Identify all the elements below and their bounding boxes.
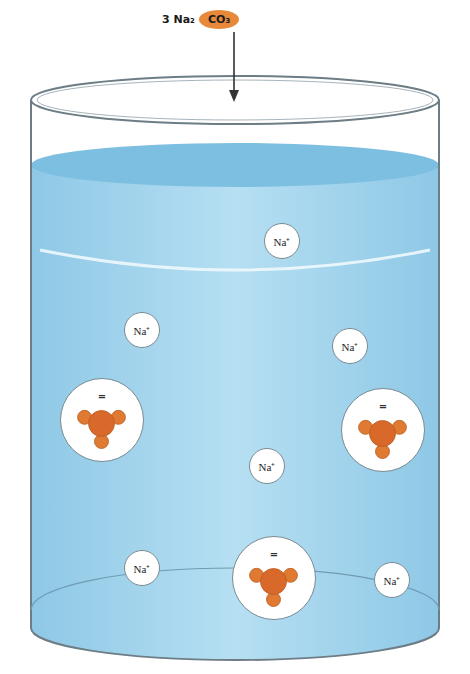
ion-label: CO₃	[208, 13, 230, 26]
ion-oval: CO₃	[199, 10, 239, 29]
carbonate-ion: =	[341, 388, 425, 472]
carbonate-ion: =	[232, 536, 316, 620]
carbonate-ion: =	[60, 378, 144, 462]
charge-sign: =	[98, 391, 106, 402]
water	[31, 165, 439, 660]
charge-sign: =	[379, 401, 387, 412]
sodium-ion: Na⁺	[374, 562, 410, 598]
ion-label: Na⁺	[134, 323, 151, 338]
ion-label: Na⁺	[259, 459, 276, 474]
sodium-ion: Na⁺	[124, 312, 160, 348]
beaker-wall	[31, 100, 439, 660]
sodium-ion: Na⁺	[124, 550, 160, 586]
ion-label: Na⁺	[342, 339, 359, 354]
arrow-head	[229, 90, 239, 102]
water-highlight	[40, 250, 430, 270]
beaker-rim	[31, 76, 439, 124]
sodium-ion: Na⁺	[249, 448, 285, 484]
formula-coefficient: 3 Na₂	[162, 13, 195, 26]
sodium-ion: Na⁺	[264, 223, 300, 259]
ion-label: Na⁺	[274, 234, 291, 249]
ion-label: Na⁺	[134, 561, 151, 576]
ion-label: Na⁺	[384, 573, 401, 588]
beaker-rim-inner	[37, 80, 433, 120]
water-surface	[31, 143, 439, 187]
charge-sign: =	[270, 549, 278, 560]
sodium-ion: Na⁺	[332, 328, 368, 364]
drop-arrow	[233, 32, 235, 94]
